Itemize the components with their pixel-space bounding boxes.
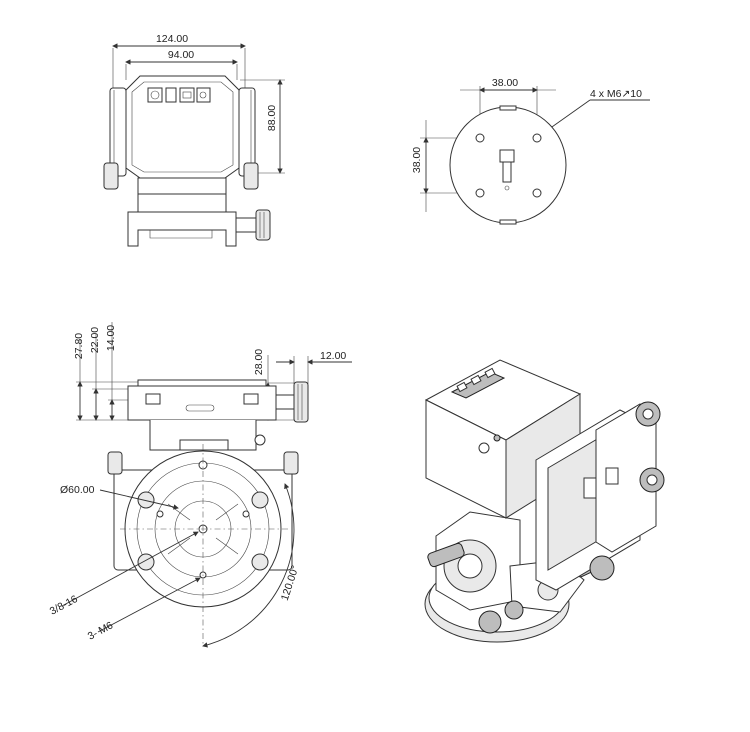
mount-dim-vertical: 38.00: [411, 147, 423, 173]
dim-height: 88.00: [266, 105, 278, 131]
front-dim-clamp-height: 28.00: [253, 349, 265, 375]
mount-dim-horizontal: 38.00: [492, 77, 518, 89]
mount-hole-callout: 4 x M6↗10: [590, 88, 642, 100]
dim-outer-width: 124.00: [156, 33, 188, 45]
front-holes-label: 3- M6: [86, 619, 115, 642]
front-dim-a: 27.80: [73, 333, 85, 359]
mount-plate-drawing: 38.00 38.00 4 x M6↗10: [411, 77, 650, 225]
front-dim-clamp-width: 12.00: [320, 350, 346, 362]
front-dim-b: 22.00: [89, 327, 101, 353]
isometric-view-drawing: [424, 359, 665, 643]
front-thread-label: 3/8-16: [48, 593, 80, 618]
front-view-drawing: 27.80 22.00 14.00 28.00 12.00: [48, 322, 352, 648]
front-dim-c: 14.00: [105, 325, 117, 351]
dim-inner-width: 94.00: [168, 49, 194, 61]
front-diameter-label: Ø60.00: [60, 484, 95, 496]
top-view-drawing: 124.00 94.00 88.00: [103, 33, 285, 247]
